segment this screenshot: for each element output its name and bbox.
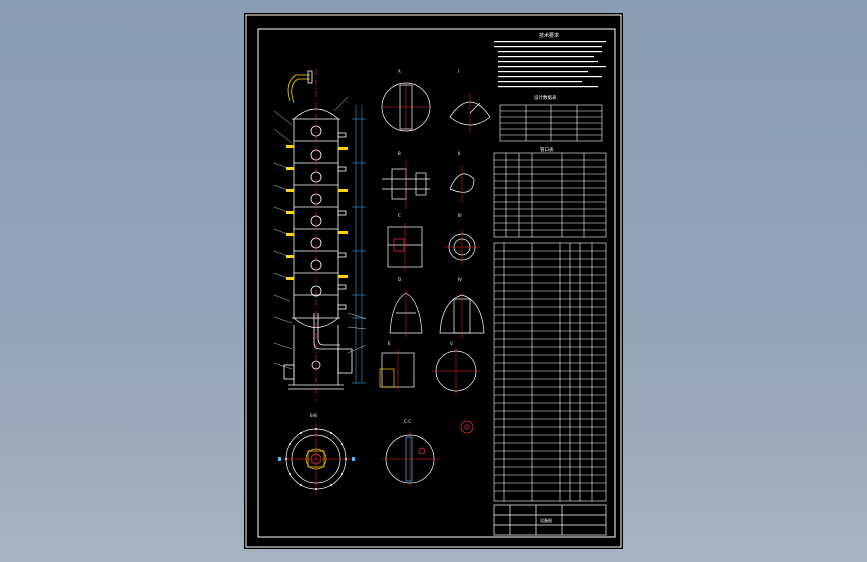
svg-text:V: V: [450, 341, 453, 346]
nozzle-table: [493, 152, 607, 238]
left-nozzles: [286, 145, 348, 280]
svg-text:E: E: [388, 341, 391, 346]
title-block: [493, 504, 607, 536]
section-bolt-ring: [285, 428, 347, 490]
svg-text:B: B: [398, 151, 401, 156]
svg-text:III: III: [458, 213, 462, 218]
drawing-sheet: A I B II C III D IV E V B-B C-C 技术要求: [244, 13, 623, 549]
bom-table: [493, 242, 607, 502]
svg-text:II: II: [458, 151, 460, 156]
nozzle-table-title: 管口表: [540, 146, 554, 153]
section-view-right: [382, 431, 438, 487]
outer-frame: [245, 14, 622, 548]
dimension-lines: [352, 105, 366, 384]
design-data-table: [499, 104, 603, 142]
svg-text:D: D: [398, 277, 401, 282]
detail-views: [379, 82, 491, 434]
svg-text:C: C: [398, 213, 401, 218]
detail-labels: A I B II C III D IV E V: [388, 69, 462, 346]
dimension-arrow-left: [278, 457, 281, 461]
design-data-title: 设计数据表: [534, 94, 557, 101]
svg-text:IV: IV: [458, 277, 462, 282]
svg-text:I: I: [458, 69, 459, 74]
dimension-arrow-right: [352, 457, 355, 461]
section-view-left: [280, 423, 352, 495]
inner-frame: [257, 28, 616, 538]
tech-requirements-title: 技术要求: [539, 32, 559, 39]
svg-text:B-B: B-B: [310, 413, 317, 418]
vessel-elevation: [283, 70, 353, 390]
svg-text:C-C: C-C: [404, 419, 411, 424]
title-block-name: 设备图: [540, 517, 552, 523]
leader-lines: [273, 96, 367, 370]
cad-drawing: A I B II C III D IV E V B-B C-C 技术要求: [245, 14, 622, 548]
tech-requirements-lines: [494, 41, 606, 88]
bottom-view-labels: B-B C-C: [310, 413, 411, 424]
svg-text:A: A: [398, 69, 401, 74]
